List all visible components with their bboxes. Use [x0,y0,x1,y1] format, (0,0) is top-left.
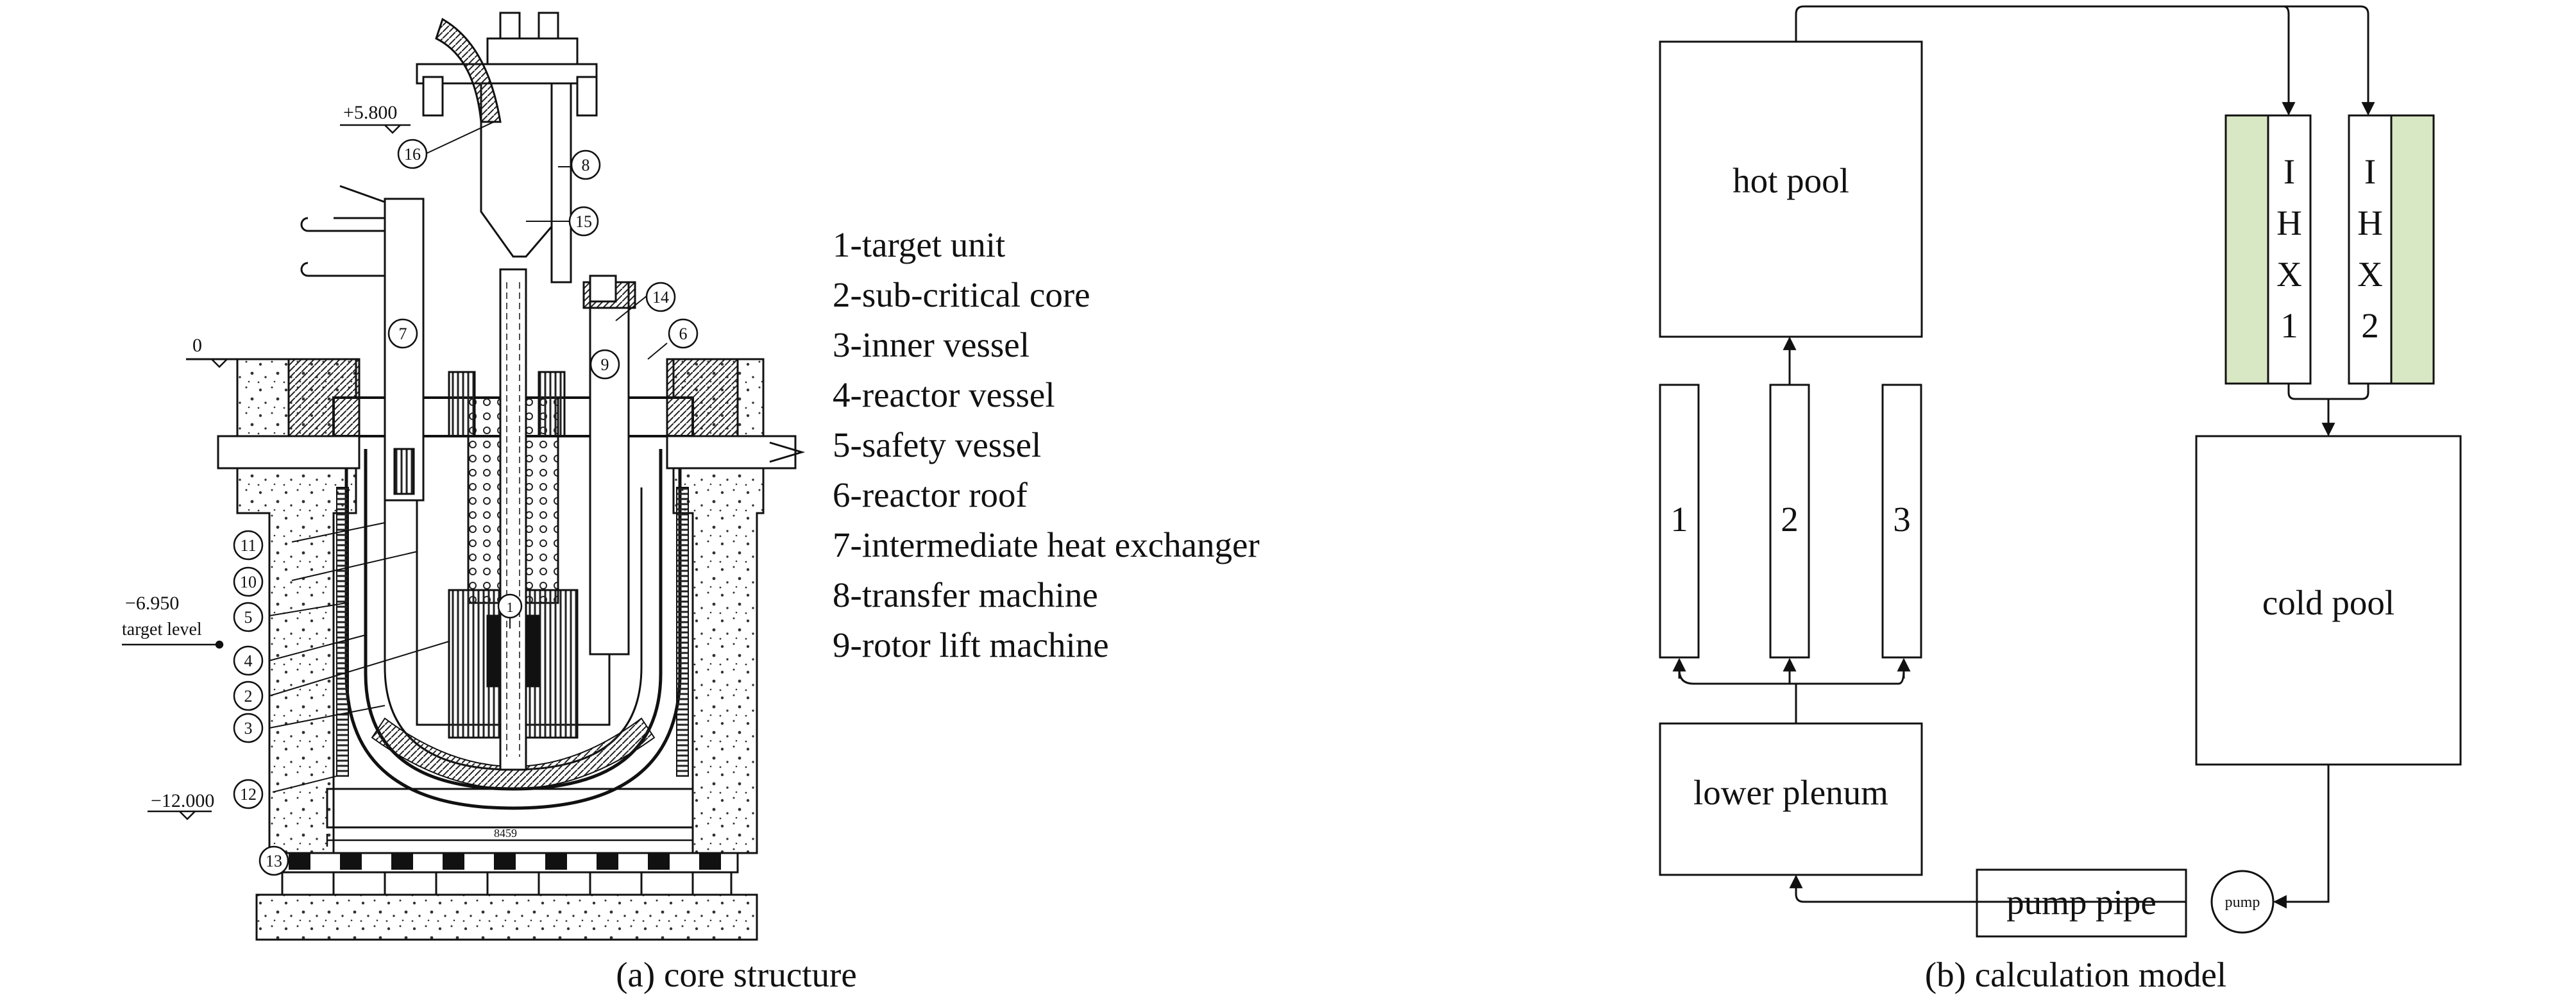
flow-ihx-merge [2287,384,2369,435]
elevation-bottom: −12.000 [151,790,214,811]
cold-pool-label: cold pool [2262,583,2394,622]
pump-pipe-box [1976,868,2187,938]
channel-1-label: 1 [1670,500,1688,539]
legend-item-4: 4-reactor vessel [833,375,1055,414]
callout-14 [645,282,676,312]
callout-15 [568,206,599,237]
callout-13 [258,845,289,876]
dimension-label: 8459 [494,827,517,840]
caption-b: (b) calculation model [1925,955,2226,994]
callout-text-9: 9 [601,355,609,374]
callout-text-5: 5 [244,608,253,627]
flow-hot-to-ihx [1795,5,2375,116]
pump-label: pump [2225,894,2260,911]
callout-text-13: 13 [266,852,282,870]
legend-list: 1-target unit 2-sub-critical core 3-inne… [833,225,1260,664]
foundation [255,893,758,941]
callout-5 [233,602,264,632]
ihx1-char-2: H [2276,203,2302,242]
safety-vessel [344,449,682,810]
callout-16 [397,139,428,169]
callout-4 [233,645,264,676]
ihx2-char-3: X [2357,255,2383,294]
callout-text-7: 7 [399,325,407,343]
ihx1-char-1: I [2284,152,2295,191]
ihx1-shell [2224,114,2269,385]
callout-leaders [269,121,668,860]
ihx2-char-4: 2 [2361,306,2379,345]
legend-item-1: 1-target unit [833,225,1005,264]
ihx2-shell [2390,114,2435,385]
callout-8 [570,149,601,180]
legend-item-2: 2-sub-critical core [833,275,1090,314]
ihx2-char-1: I [2364,152,2376,191]
channel-3-label: 3 [1893,500,1911,539]
pump-pipe-label: pump pipe [2006,883,2157,922]
callout-7 [387,318,418,349]
isolators [289,853,721,870]
legend-item-9: 9-rotor lift machine [833,625,1109,664]
callout-text-12: 12 [240,785,257,804]
elevation-level-note: target level [122,620,202,639]
callout-1 [497,593,523,619]
callout-text-16: 16 [404,145,421,164]
callout-text-1: 1 [507,599,514,615]
callout-text-8: 8 [582,156,590,174]
callout-text-3: 3 [244,719,253,738]
callout-text-10: 10 [240,573,257,591]
lower-plenum-label: lower plenum [1693,773,1888,812]
cold-pool-box [2195,435,2462,766]
callout-text-4: 4 [244,652,253,670]
callout-3 [233,713,264,743]
lift-column [589,281,630,655]
calculation-model [1659,5,2462,938]
ihx2-char-2: H [2357,203,2383,242]
callout-2 [233,681,264,711]
channel-3 [1881,384,1922,659]
caption-a: (a) core structure [616,955,857,994]
curved-chute [435,17,502,123]
legend-item-3: 3-inner vessel [833,325,1030,364]
hot-pool-box [1659,40,1923,338]
target-unit [499,268,527,771]
channel-1 [1659,384,1700,659]
callout-9 [589,349,620,380]
callout-text-6: 6 [679,325,688,343]
callout-text-2: 2 [244,687,253,706]
callouts [233,139,699,876]
elevation-level: −6.950 [125,593,179,614]
callout-10 [233,566,264,597]
callout-text-15: 15 [575,212,592,231]
legend-item-6: 6-reactor roof [833,475,1028,514]
channel-2-label: 2 [1781,500,1799,539]
legend-item-7: 7-intermediate heat exchanger [833,525,1260,564]
legend-item-8: 8-transfer machine [833,575,1098,614]
flow-hot-to-ihx1 [2282,5,2296,116]
ihx1-char-3: X [2276,255,2302,294]
flow-cold-to-pump [2273,765,2330,909]
callout-text-11: 11 [240,536,256,555]
callout-text-14: 14 [652,288,669,307]
callout-12 [233,779,264,809]
hot-pool-label: hot pool [1733,161,1849,200]
flow-plenum-split [1678,661,1905,723]
elevation-zero: 0 [192,335,202,356]
elevation-marks [122,124,694,847]
legend-item-5: 5-safety vessel [833,425,1041,464]
flow-pump-to-plenum [1796,876,2186,903]
callout-11 [233,530,264,561]
callout-6 [668,318,699,349]
ihx1-char-4: 1 [2280,306,2298,345]
elevation-top: +5.800 [343,102,397,123]
ihx2-tube [2348,114,2393,385]
reactor-drawing [186,12,806,941]
